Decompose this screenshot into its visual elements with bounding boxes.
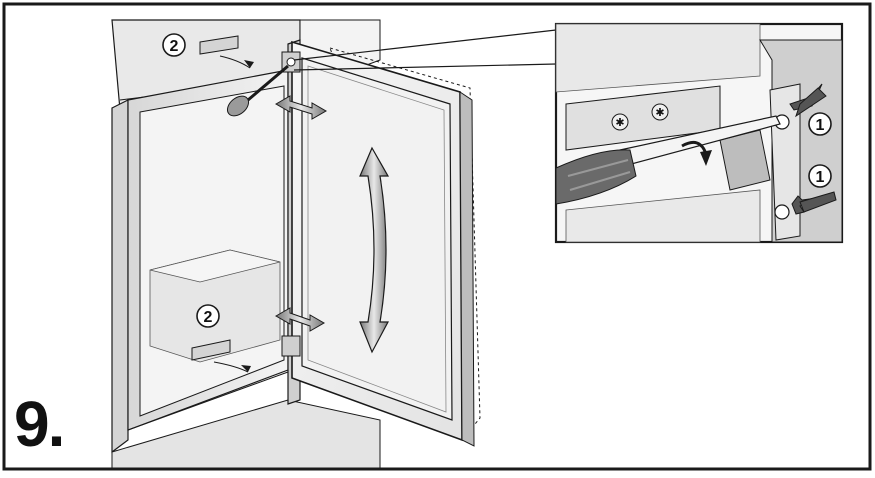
step-number: 9.: [14, 388, 65, 460]
callout-hinge-screw-upper: 1: [808, 112, 832, 136]
callout-cover-upper: 2: [162, 33, 186, 57]
callout-label: 2: [170, 38, 179, 55]
cover-upper: [199, 35, 254, 69]
callout-label: 2: [204, 309, 213, 326]
screwdriver-icon: [555, 115, 781, 205]
door-swing-arrow-icon: [359, 146, 390, 354]
svg-text:✱: ✱: [655, 106, 664, 119]
adjust-arrow-icon: [274, 95, 328, 120]
cover-lower: [191, 339, 251, 373]
detail-leader-line: [293, 63, 557, 71]
lower-hinge: [281, 335, 301, 357]
callout-cover-lower: 2: [196, 304, 220, 328]
callout-label: 1: [816, 169, 825, 186]
rotate-arrow-icon: [681, 140, 712, 166]
callout-hinge-screw-lower: 1: [808, 164, 832, 188]
screwdriver-icon: [226, 64, 289, 117]
adjust-arrow-icon: [274, 307, 326, 332]
callout-label: 1: [816, 117, 825, 134]
pointer-arrow-icon: [789, 83, 827, 118]
hinge-detail-inset: ✱ ✱: [554, 22, 844, 244]
svg-text:✱: ✱: [615, 116, 624, 129]
pointer-arrow-icon: [791, 191, 837, 215]
detail-leader-line: [293, 29, 557, 61]
cabinet-niche: [111, 39, 381, 469]
